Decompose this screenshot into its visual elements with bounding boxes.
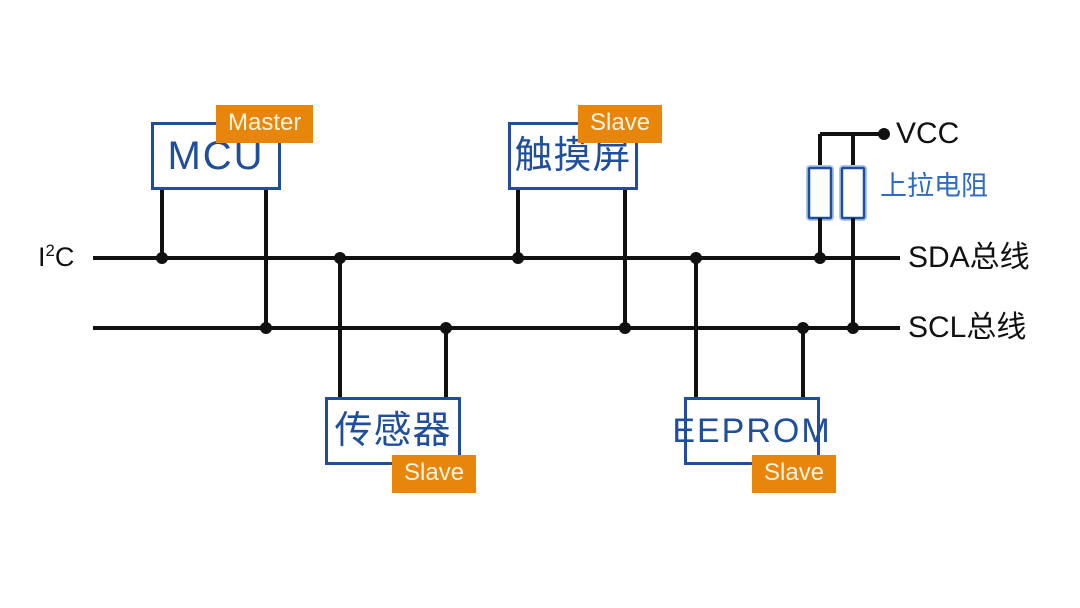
badge-touchscreen-slave: Slave (578, 105, 663, 143)
badge-sensor-slave: Slave (392, 455, 477, 493)
vcc-terminal-dot (878, 128, 890, 140)
junction-dot-pullup-scl (847, 322, 859, 334)
vcc-label: VCC (896, 117, 960, 150)
block-sensor-label: 传感器 (334, 410, 452, 452)
block-sensor[interactable]: 传感器 (325, 397, 461, 465)
block-eeprom-label: EEPROM (672, 412, 832, 450)
badge-eeprom-slave: Slave (752, 455, 837, 493)
junction-dot-mcu-sda (156, 252, 168, 264)
i2c-family-label: I2C (38, 241, 75, 272)
pullup-resistor-annotation: 上拉电阻 (880, 171, 988, 201)
junction-dot-eeprom-sda (690, 252, 702, 264)
junction-dot-sensor-scl (440, 322, 452, 334)
i2c-label-base: I (38, 242, 46, 272)
junction-dot-eeprom-scl (797, 322, 809, 334)
pullup-scl-resistor-core (840, 166, 866, 220)
junction-dot-mcu-scl (260, 322, 272, 334)
pullup-sda-resistor-core (807, 166, 833, 220)
junction-dot-sensor-sda (334, 252, 346, 264)
badge-mcu-master: Master (216, 105, 314, 143)
block-touchscreen-label: 触摸屏 (514, 135, 632, 177)
sda-bus-label: SDA总线 (908, 241, 1030, 274)
scl-bus-label: SCL总线 (908, 311, 1027, 344)
i2c-label-tail: C (54, 242, 75, 272)
junction-dot-touchscreen-scl (619, 322, 631, 334)
i2c-label-superscript: 2 (45, 241, 55, 260)
junction-dot-touchscreen-sda (512, 252, 524, 264)
junction-dot-pullup-sda (814, 252, 826, 264)
